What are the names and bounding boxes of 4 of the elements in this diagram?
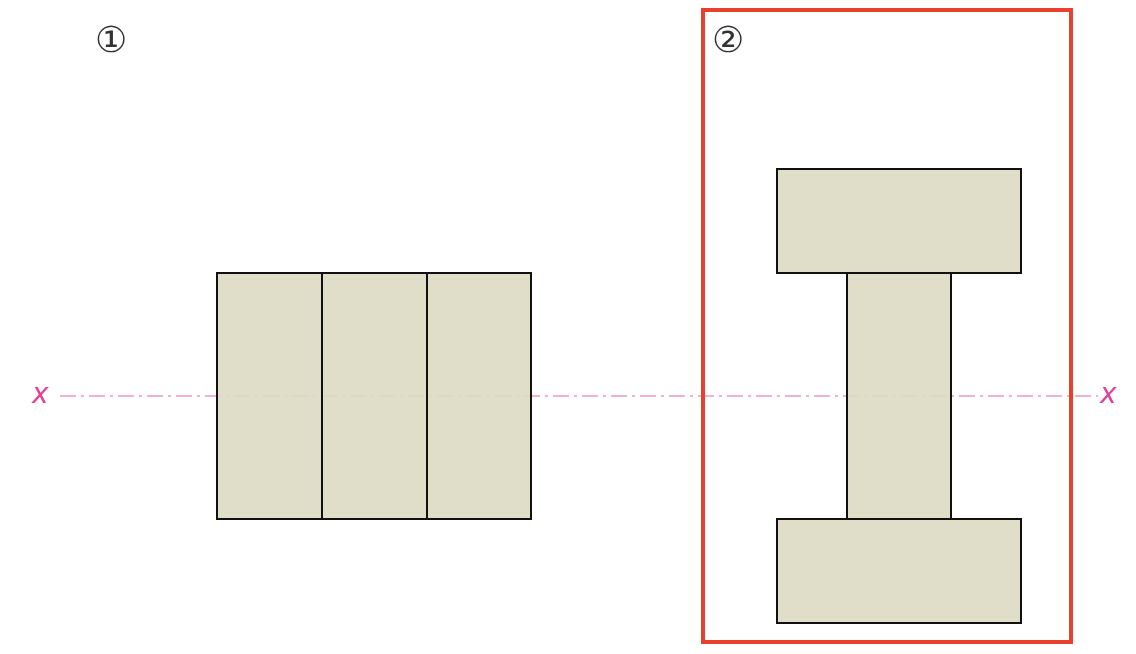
axis-label: x xyxy=(1100,380,1117,408)
callout-number: ② xyxy=(712,22,745,58)
callout-number: ① xyxy=(95,22,128,58)
axis-label: x xyxy=(32,380,49,408)
